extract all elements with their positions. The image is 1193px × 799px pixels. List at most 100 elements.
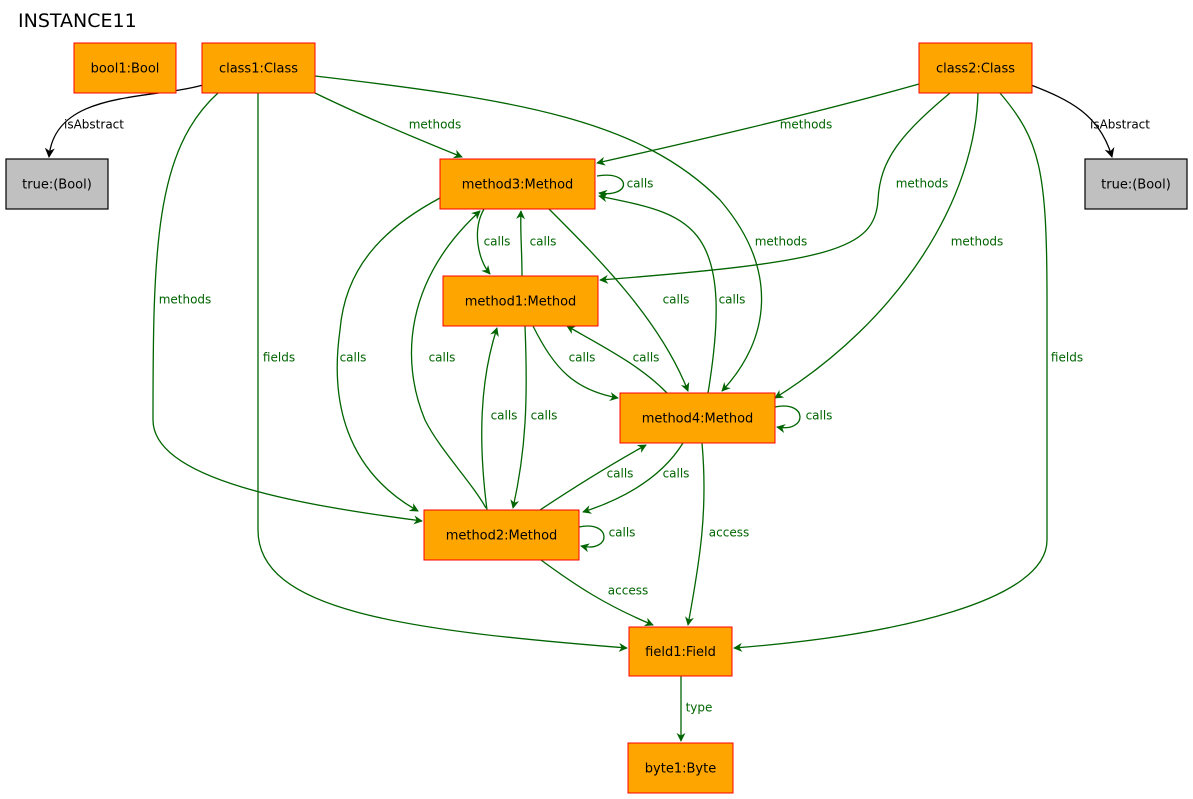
edge-line	[532, 325, 619, 401]
edge-line	[336, 197, 441, 512]
edge-method1-method2: calls	[510, 325, 557, 509]
edge-line	[774, 405, 801, 433]
edge-label: access	[608, 584, 648, 598]
node-box[interactable]	[439, 158, 596, 210]
edge-line	[410, 210, 487, 509]
node-method2[interactable]: method2:Method	[423, 509, 580, 561]
edge-label: methods	[896, 177, 949, 191]
edge-label: calls	[627, 177, 654, 191]
edge-line	[685, 442, 705, 626]
node-label: field1:Field	[645, 645, 716, 660]
edge-method2-method3: calls	[410, 210, 487, 509]
edge-field1-byte1: type	[676, 676, 713, 742]
edge-label: methods	[951, 235, 1004, 249]
edge-label: calls	[806, 409, 833, 423]
edge-label: calls	[484, 235, 511, 249]
edge-method2-method4: calls	[536, 444, 647, 513]
edge-method4-method3: calls	[598, 193, 746, 394]
edge-class2-method4: methods	[774, 92, 1004, 399]
edge-line	[596, 83, 920, 166]
edge-label: calls	[609, 526, 636, 540]
edge-label: fields	[263, 351, 295, 365]
node-field1[interactable]: field1:Field	[628, 626, 733, 677]
edge-line	[314, 75, 763, 392]
edge-line	[481, 327, 499, 511]
node-box[interactable]	[201, 42, 316, 94]
edge-label: calls	[607, 467, 634, 481]
edge-label: calls	[429, 351, 456, 365]
edge-label: methods	[755, 235, 808, 249]
node-class1[interactable]: class1:Class	[201, 42, 316, 94]
edge-class2-method1: methods	[599, 92, 951, 284]
node-label: method4:Method	[642, 412, 754, 427]
node-label: method2:Method	[446, 529, 558, 544]
edge-line	[44, 84, 204, 158]
edge-label: calls	[633, 351, 660, 365]
node-label: byte1:Byte	[645, 762, 716, 777]
node-label: class2:Class	[936, 62, 1015, 77]
edge-label: fields	[1051, 351, 1083, 365]
edge-line	[582, 442, 684, 514]
node-box[interactable]	[73, 42, 177, 94]
node-label: class1:Class	[219, 62, 298, 77]
edge-label: access	[709, 526, 749, 540]
edge-class2-field1: fields	[733, 92, 1083, 652]
edge-line	[314, 92, 463, 159]
edge-label: methods	[409, 118, 462, 132]
node-true-left[interactable]: true:(Bool)	[5, 158, 109, 210]
node-label: method1:Method	[465, 295, 577, 310]
edge-method2-method2: calls	[578, 525, 636, 553]
edge-label: isAbstract	[64, 118, 124, 132]
node-box[interactable]	[627, 742, 734, 794]
edge-label: calls	[530, 235, 557, 249]
diagram-title: INSTANCE11	[18, 10, 137, 32]
edge-class1-field1: fields	[257, 93, 628, 652]
edge-method2-field1: access	[540, 559, 654, 627]
edge-line	[1030, 84, 1115, 158]
node-box[interactable]	[442, 275, 599, 327]
edge-label: calls	[491, 409, 518, 423]
node-label: true:(Bool)	[22, 178, 92, 193]
edge-line	[548, 208, 690, 392]
edge-method3-method4: calls	[548, 208, 690, 392]
edge-line	[476, 208, 491, 275]
node-box[interactable]	[5, 158, 109, 210]
node-class2[interactable]: class2:Class	[918, 42, 1033, 94]
node-label: bool1:Bool	[91, 62, 160, 77]
edge-line	[774, 92, 979, 399]
edge-line	[152, 92, 423, 525]
edge-line	[599, 92, 951, 284]
node-box[interactable]	[423, 509, 580, 561]
edge-line	[733, 92, 1048, 652]
edge-line	[510, 325, 527, 509]
edge-method3-method3: calls	[596, 174, 654, 199]
node-bool1[interactable]: bool1:Bool	[73, 42, 177, 94]
node-byte1[interactable]: byte1:Byte	[627, 742, 734, 794]
edge-line	[540, 559, 654, 627]
node-true-right[interactable]: true:(Bool)	[1084, 158, 1188, 210]
edge-label: calls	[340, 351, 367, 365]
edge-label: calls	[663, 467, 690, 481]
node-method1[interactable]: method1:Method	[442, 275, 599, 327]
node-box[interactable]	[628, 626, 733, 677]
edge-label: calls	[569, 351, 596, 365]
edge-method1-method4: calls	[532, 325, 619, 401]
edge-class1-method2: methods	[152, 92, 423, 525]
node-box[interactable]	[918, 42, 1033, 94]
edge-line	[566, 325, 668, 394]
edge-line	[596, 174, 625, 199]
edge-line	[516, 210, 526, 277]
edge-label: type	[686, 701, 713, 715]
node-label: true:(Bool)	[1101, 178, 1171, 193]
edge-label: calls	[663, 293, 690, 307]
node-box[interactable]	[1084, 158, 1188, 210]
edge-method3-method1: calls	[476, 208, 511, 275]
node-box[interactable]	[619, 392, 776, 444]
edge-line	[536, 444, 647, 513]
node-method4[interactable]: method4:Method	[619, 392, 776, 444]
edge-label: calls	[719, 293, 746, 307]
edge-label: methods	[159, 293, 212, 307]
edge-method4-method4: calls	[774, 405, 833, 433]
node-method3[interactable]: method3:Method	[439, 158, 596, 210]
